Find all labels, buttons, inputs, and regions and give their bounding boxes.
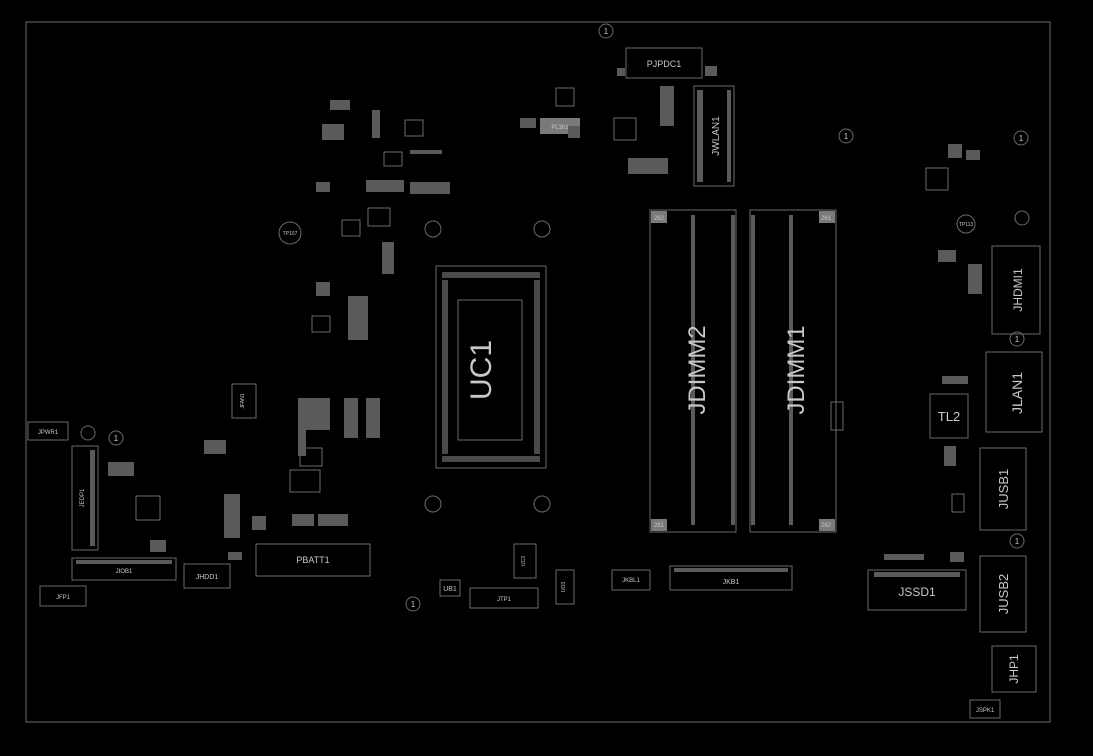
jtp1-connector: JTP1	[469, 587, 539, 609]
jpwr1-connector: JPWR1	[27, 421, 96, 441]
svg-text:1: 1	[114, 434, 119, 443]
tl2-transformer: TL2	[929, 393, 969, 439]
pbatt1-connector: PBATT1	[255, 543, 371, 577]
pin1-marker: 1	[1009, 331, 1025, 347]
svg-text:261: 261	[821, 216, 832, 222]
pin1-marker: 1	[405, 596, 421, 612]
jhdmi1-connector: JHDMI1	[991, 245, 1041, 335]
jusb1-connector: JUSB1	[979, 447, 1027, 531]
svg-text:JDIMM2: JDIMM2	[684, 325, 711, 414]
svg-text:UC1: UC1	[465, 340, 498, 400]
svg-text:JSSD1: JSSD1	[898, 585, 936, 599]
svg-text:JHDD1: JHDD1	[196, 574, 219, 581]
jiob1-connector: JIOB1	[71, 557, 177, 581]
svg-text:TP107: TP107	[283, 231, 298, 237]
smd-components	[108, 86, 982, 562]
svg-text:JHDMI1: JHDMI1	[1011, 268, 1025, 312]
tp107-testpoint: TP107	[278, 221, 302, 245]
jkb1-connector: JKB1	[669, 565, 793, 591]
pjpdc1-connector: PJPDC1	[617, 47, 717, 79]
svg-text:1: 1	[1015, 335, 1020, 344]
svg-text:UC3: UC3	[521, 556, 527, 566]
svg-text:JWLAN1: JWLAN1	[711, 116, 722, 156]
svg-text:JEDP1: JEDP1	[80, 488, 86, 507]
svg-text:TP113: TP113	[959, 222, 974, 228]
jedp1-connector: JEDP1	[71, 445, 99, 551]
svg-text:PJPDC1: PJPDC1	[647, 59, 682, 69]
svg-text:1: 1	[844, 132, 849, 141]
svg-text:JPWR1: JPWR1	[38, 430, 59, 436]
svg-text:262: 262	[654, 216, 665, 222]
jfp1-connector: JFP1	[39, 585, 87, 607]
pin1-marker: 1	[598, 23, 614, 39]
jusb2-connector: JUSB2	[979, 555, 1027, 633]
uc1-cpu: UC1	[435, 265, 547, 469]
ub1-chip: UB1	[439, 579, 461, 597]
jhp1-connector: JHP1	[991, 645, 1037, 693]
testpoints-misc	[424, 210, 1030, 513]
svg-text:TL2: TL2	[938, 409, 960, 424]
uo3-chip: UO3	[555, 569, 575, 605]
jkbl1-connector: JKBL1	[611, 569, 651, 591]
jdimm2-slot: 262 261 JDIMM2	[649, 209, 737, 533]
svg-text:UO3: UO3	[561, 582, 567, 593]
svg-text:JKBL1: JKBL1	[622, 578, 640, 584]
svg-text:JIOB1: JIOB1	[116, 569, 133, 575]
svg-text:261: 261	[654, 523, 665, 529]
svg-text:JFP1: JFP1	[56, 595, 71, 601]
jspk1-connector: JSPK1	[969, 699, 1001, 719]
pin1-marker: 1	[1009, 533, 1025, 549]
pin1-markers: 1 1 1 1 1 1 1	[108, 23, 1029, 612]
svg-text:JKB1: JKB1	[723, 579, 740, 586]
pin1-marker: 1	[838, 128, 854, 144]
jwlan1-connector: JWLAN1	[693, 85, 735, 187]
svg-text:PL301: PL301	[551, 125, 569, 131]
uc3-chip: UC3	[513, 543, 537, 579]
svg-text:UB1: UB1	[443, 586, 457, 593]
tp113-testpoint: TP113	[956, 214, 976, 234]
svg-text:JUSB2: JUSB2	[996, 574, 1011, 614]
svg-text:JLAN1: JLAN1	[1009, 372, 1025, 414]
svg-text:1: 1	[604, 27, 609, 36]
jhdd1-connector: JHDD1	[183, 563, 231, 589]
svg-text:PBATT1: PBATT1	[296, 555, 329, 565]
board-outline	[25, 21, 1051, 723]
svg-text:1: 1	[1015, 537, 1020, 546]
svg-text:JTP1: JTP1	[497, 597, 512, 603]
jlan1-connector: JLAN1	[985, 351, 1043, 433]
svg-text:JHP1: JHP1	[1007, 654, 1021, 684]
svg-text:1: 1	[1019, 134, 1024, 143]
pin1-marker: 1	[108, 430, 124, 446]
jdimm1-slot: 261 262 JDIMM1	[749, 209, 844, 533]
svg-text:1: 1	[411, 600, 416, 609]
svg-text:JSPK1: JSPK1	[976, 708, 995, 714]
pin1-marker: 1	[1013, 130, 1029, 146]
svg-text:JFAN1: JFAN1	[240, 393, 246, 408]
svg-text:JUSB1: JUSB1	[996, 469, 1011, 509]
jssd1-connector: JSSD1	[867, 569, 967, 611]
svg-text:JDIMM1: JDIMM1	[783, 325, 810, 414]
jfan1-connector: JFAN1	[231, 383, 257, 419]
svg-text:262: 262	[821, 523, 832, 529]
